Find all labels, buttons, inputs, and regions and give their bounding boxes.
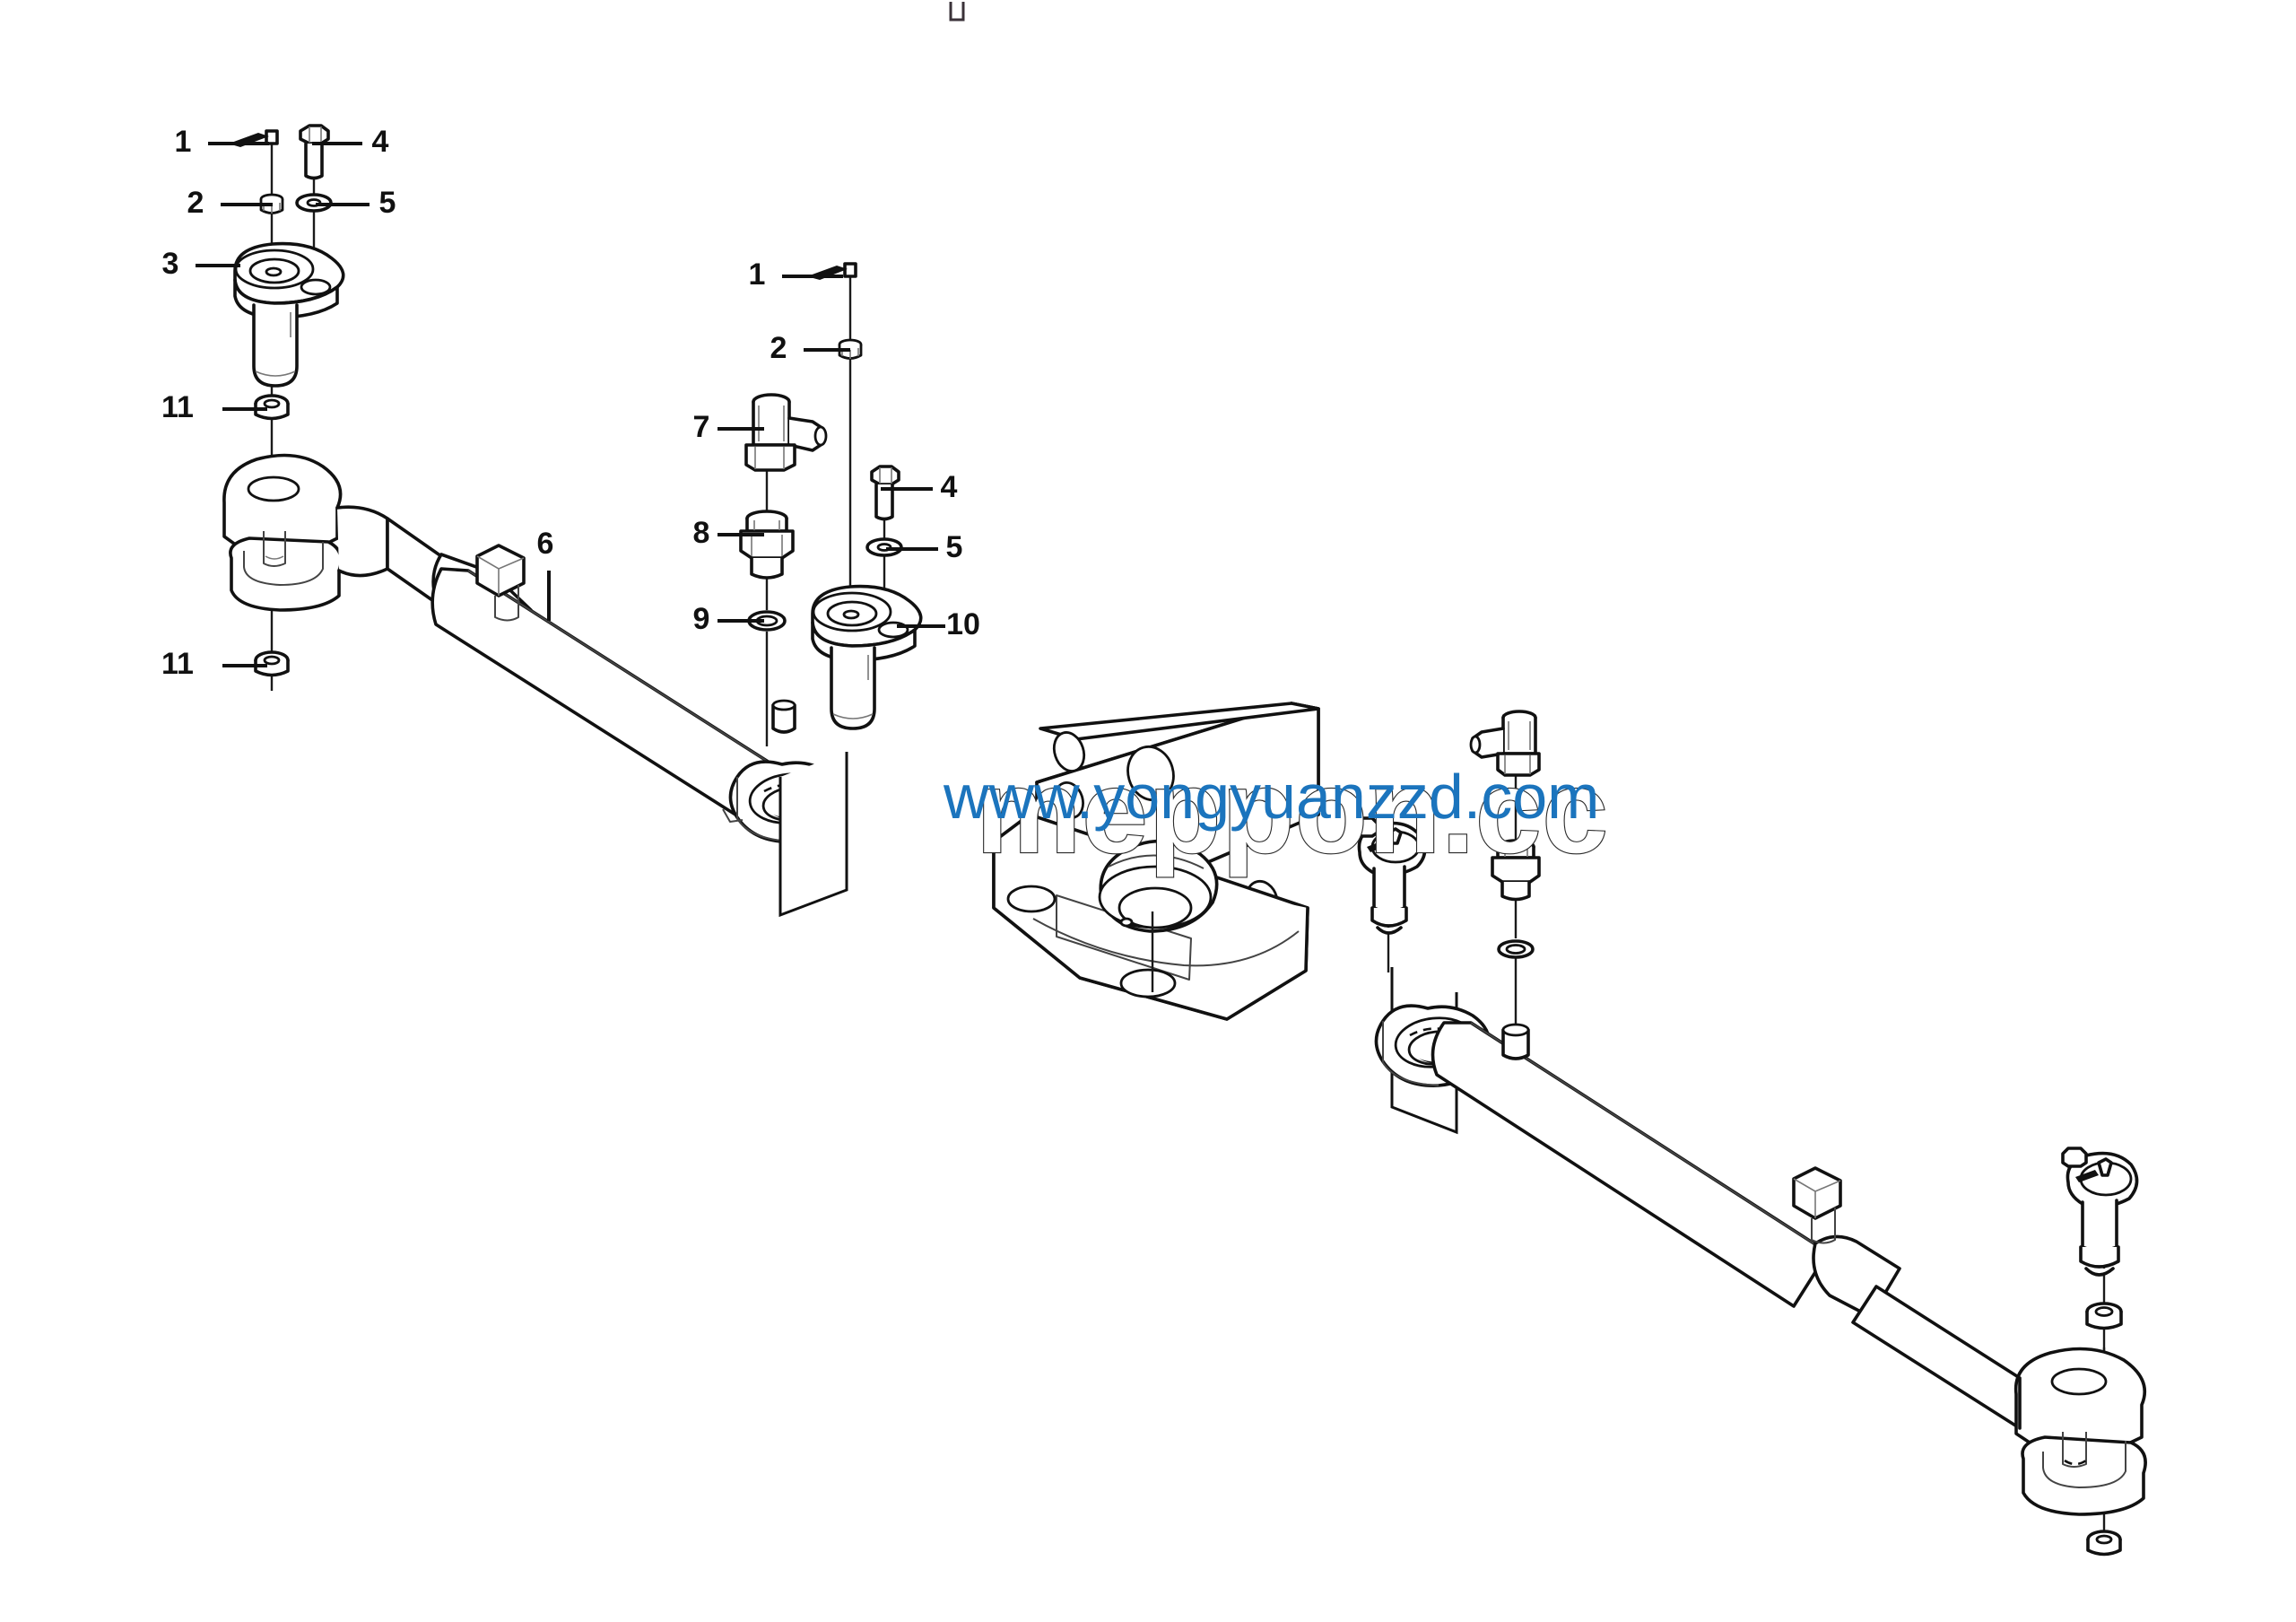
ball-joint-left: [233, 241, 345, 388]
thrust-washer-right-upper: [2085, 1302, 2123, 1330]
callout-number-label: 5: [946, 530, 963, 564]
callout-layer: 1 4 2 5 3 11 11 6 1 2 7 4 8 5 9 10: [161, 125, 980, 681]
callout-number-label: 4: [941, 470, 958, 504]
yoke-clevis-right: [2013, 1347, 2147, 1516]
o-ring-center: [747, 610, 787, 632]
callout-10[interactable]: 10: [897, 607, 980, 641]
callout-5[interactable]: 5: [316, 186, 396, 220]
callout-9[interactable]: 9: [693, 602, 764, 636]
callout-3[interactable]: 3: [162, 247, 240, 281]
callout-11[interactable]: 11: [161, 647, 267, 681]
watermark-primary: meppon.cc: [976, 746, 1609, 877]
callout-2[interactable]: 2: [187, 186, 273, 220]
ball-stud-head-center-right: [1354, 816, 1427, 935]
callout-number-label: 4: [372, 125, 389, 159]
elbow-fitting-center: [744, 393, 828, 472]
callout-11[interactable]: 11: [161, 390, 267, 424]
callout-number-label: 3: [162, 247, 179, 281]
thrust-washer-right-lower: [2086, 1530, 2122, 1557]
o-ring-right: [1497, 939, 1535, 959]
callout-4[interactable]: 4: [312, 125, 389, 159]
center-ball-joint-group: [739, 262, 923, 746]
hex-bolt-center: [870, 465, 900, 521]
callout-number-label: 5: [379, 186, 396, 220]
callout-number-label: 9: [693, 602, 710, 636]
top-registration-mark: [949, 2, 965, 22]
ball-stud-right: [2061, 1147, 2139, 1277]
callout-5[interactable]: 5: [886, 530, 962, 564]
right-yoke-group: [2013, 1147, 2147, 1557]
ball-joint-center: [811, 584, 923, 730]
elbow-fitting-right: [1469, 710, 1541, 777]
hex-bolt-left: [299, 124, 330, 180]
yoke-clevis-left: [222, 453, 389, 612]
cylinder-port-boss-right: [1792, 1166, 1842, 1244]
tie-rod-ball-stud-center-right: [1354, 816, 1427, 972]
callout-7[interactable]: 7: [693, 410, 764, 444]
cylinder-feed-stub-right: [1501, 1023, 1530, 1060]
watermark-layer: meppon.cc www.yongyuanzzd.com: [943, 745, 1609, 878]
steering-cylinder-left: [386, 517, 848, 918]
callout-number-label: 8: [693, 516, 710, 550]
callout-number-label: 11: [161, 647, 194, 681]
cylinder-feed-stub-left: [771, 699, 796, 734]
steering-cylinder-right: [1374, 967, 2022, 1430]
thrust-washer-left-lower: [254, 650, 290, 677]
callout-number-label: 2: [770, 331, 787, 365]
callout-2[interactable]: 2: [770, 331, 850, 365]
callout-4[interactable]: 4: [881, 470, 958, 504]
watermark-secondary: www.yongyuanzzd.com: [943, 762, 1599, 832]
callout-6[interactable]: 6: [537, 527, 554, 621]
thrust-washer-left-upper: [254, 394, 290, 421]
callout-number-label: 7: [693, 410, 710, 444]
callout-8[interactable]: 8: [693, 516, 764, 550]
bracket-center-boss: [1098, 839, 1219, 933]
callout-number-label: 10: [946, 607, 980, 641]
callout-number-label: 1: [175, 125, 192, 159]
callout-number-label: 2: [187, 186, 204, 220]
callout-1[interactable]: 1: [175, 125, 269, 159]
cylinder-port-boss-left: [475, 544, 526, 622]
adapter-nut-center: [739, 510, 795, 580]
callout-number-label: 11: [161, 390, 194, 424]
adapter-nut-right: [1491, 839, 1541, 902]
callout-number-label: 6: [537, 527, 554, 561]
callout-1[interactable]: 1: [749, 257, 843, 292]
callout-number-label: 1: [749, 257, 766, 292]
center-steering-bracket: [992, 702, 1320, 1021]
